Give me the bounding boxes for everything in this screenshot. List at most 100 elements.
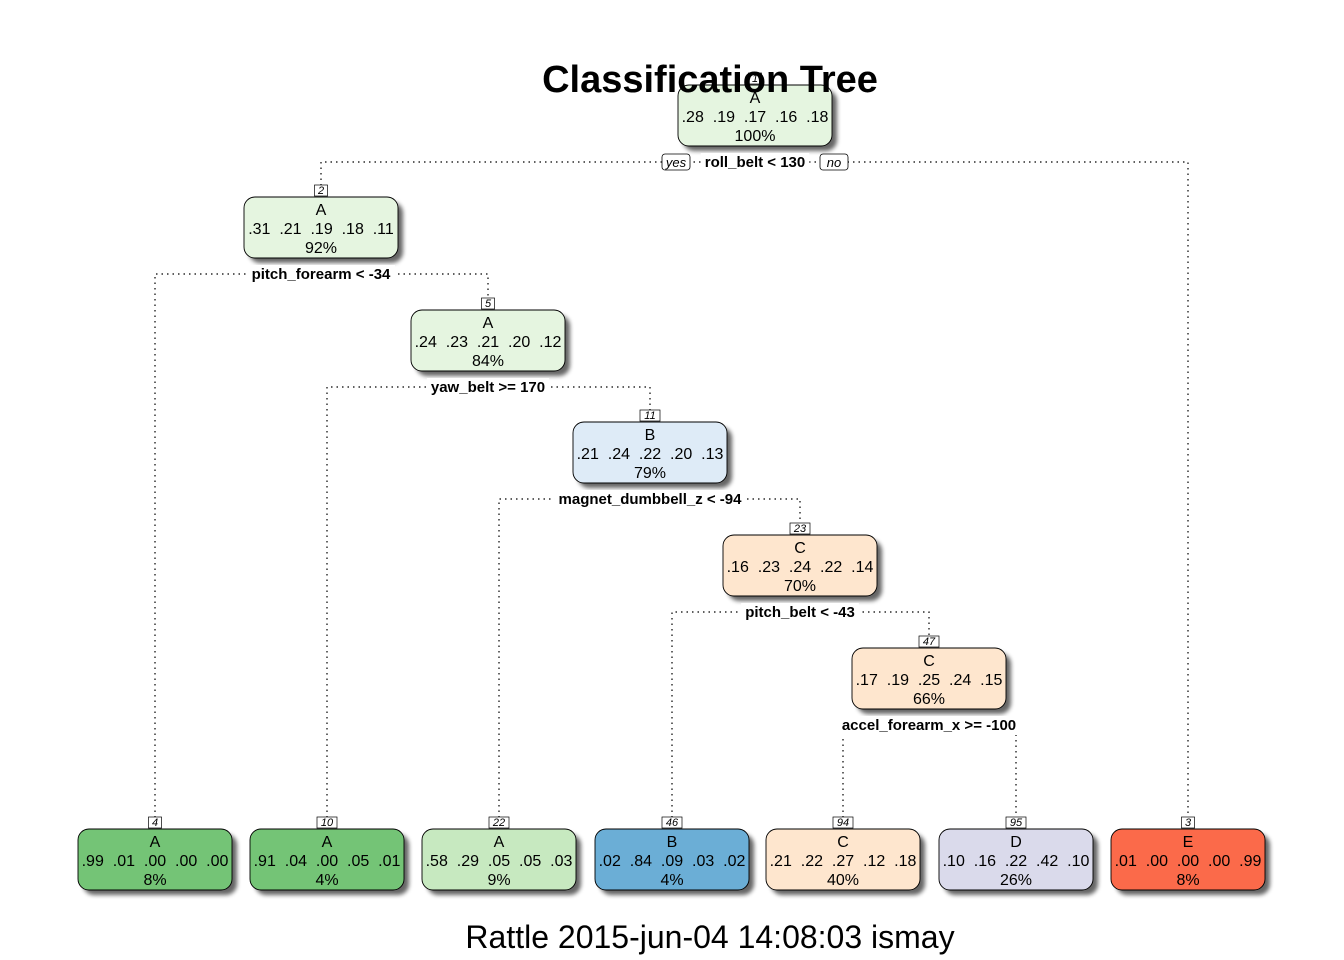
node-class: A [322,834,333,851]
node-number-box [789,522,811,535]
split-label-11: magnet_dumbbell_z < -94 [559,491,743,508]
node-percent: 26% [1000,872,1032,889]
node-probabilities: .58 .29 .05 .05 .03 [426,853,573,870]
node-class: C [837,834,849,851]
node-class: B [667,834,678,851]
node-class: C [794,540,806,557]
node-probabilities: .02 .84 .09 .03 .02 [599,853,746,870]
node-number-box [488,816,510,829]
split-label-23: pitch_belt < -43 [745,604,855,621]
tree-node-1: 1A .28 .19 .17 .16 .18 100% [677,72,837,151]
split-label-bg [426,378,550,397]
node-box [572,421,728,484]
node-box [938,828,1094,891]
node-box [851,647,1007,710]
split-label-2: pitch_forearm < -34 [252,266,391,283]
node-percent: 9% [487,872,510,889]
node-number: 4 [152,817,158,829]
node-probabilities: .31 .21 .19 .18 .11 [248,221,394,238]
node-number-box [148,816,162,829]
node-number: 10 [321,817,334,829]
node-number-box [481,297,495,310]
node-class: A [483,315,494,332]
tree-edge-23 [671,611,930,823]
tree-edge-1 [320,161,1189,823]
node-box [677,84,833,147]
node-number-box [1181,816,1195,829]
node-number-box [316,816,338,829]
yes-tag-box [661,153,691,171]
node-percent: 100% [735,128,776,145]
node-percent: 4% [315,872,338,889]
node-box [722,534,878,597]
node-number-box [1005,816,1027,829]
node-box [249,828,405,891]
node-probabilities: .16 .23 .24 .22 .14 [727,559,874,576]
node-probabilities: .21 .22 .27 .12 .18 [770,853,917,870]
node-number: 47 [923,636,936,648]
node-box [765,828,921,891]
node-percent: 92% [305,240,337,257]
node-probabilities: .91 .04 .00 .05 .01 [254,853,401,870]
node-percent: 40% [827,872,859,889]
node-probabilities: .28 .19 .17 .16 .18 [682,109,829,126]
yes-tag-label: yes [665,155,687,170]
node-class: A [150,834,161,851]
node-number: 1 [752,73,758,85]
node-number: 3 [1185,817,1192,829]
node-number-box [661,816,683,829]
split-label-bg [554,490,747,509]
no-tag-label: no [827,155,841,170]
node-number: 46 [666,817,679,829]
tree-node-46: 46B .02 .84 .09 .03 .02 4% [594,816,754,895]
node-number: 22 [492,817,505,829]
no-branch-tag: no [819,153,849,171]
node-class: B [645,427,656,444]
tree-node-22: 22A .58 .29 .05 .05 .03 9% [421,816,581,895]
split-label-bg [837,716,1021,735]
node-number: 95 [1010,817,1023,829]
node-number-box [639,409,661,422]
node-probabilities: .17 .19 .25 .24 .15 [856,672,1003,689]
tree-node-2: 2A .31 .21 .19 .18 .11 92% [243,184,403,263]
node-box [594,828,750,891]
node-percent: 84% [472,353,504,370]
split-label-bg [741,603,859,622]
node-percent: 8% [1176,872,1199,889]
node-number: 94 [837,817,849,829]
node-number: 23 [793,523,807,535]
split-label-5: yaw_belt >= 170 [431,379,545,396]
node-class: A [750,90,761,107]
node-box [1110,828,1266,891]
node-class: A [316,202,327,219]
node-number-box [832,816,854,829]
node-number-box [748,72,762,85]
node-percent: 79% [634,465,666,482]
node-probabilities: .01 .00 .00 .00 .99 [1115,853,1262,870]
tree-node-10: 10A .91 .04 .00 .05 .01 4% [249,816,409,895]
node-probabilities: .99 .01 .00 .00 .00 [82,853,229,870]
node-probabilities: .24 .23 .21 .20 .12 [415,334,562,351]
split-label-1: roll_belt < 130 [705,154,805,171]
tree-node-94: 94C .21 .22 .27 .12 .18 40% [765,816,925,895]
tree-node-3: 3E.01 .00 .00 .00 .998% [1110,816,1270,895]
node-percent: 66% [913,691,945,708]
no-tag-box [819,153,849,171]
node-percent: 4% [660,872,683,889]
node-box [410,309,566,372]
node-number: 2 [317,185,324,197]
node-number-box [918,635,940,648]
yes-branch-tag: yes [661,153,691,171]
node-class: D [1010,834,1022,851]
split-label-47: accel_forearm_x >= -100 [842,717,1016,734]
node-box [243,196,399,259]
node-class: A [494,834,505,851]
node-probabilities: .21 .24 .22 .20 .13 [577,446,724,463]
tree-split-labels: roll_belt < 130 pitch_forearm < -34 yaw_be… [247,153,1021,735]
